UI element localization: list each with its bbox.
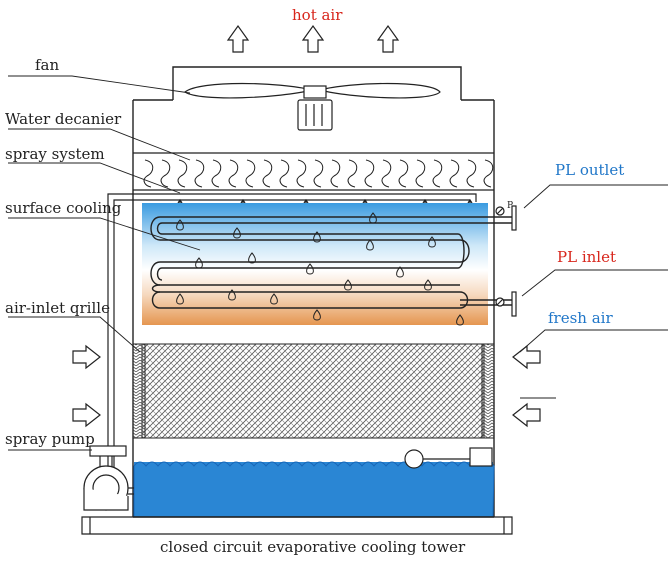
tower-base (81, 516, 513, 535)
decanier-blade (364, 159, 375, 188)
hot-air-arrow-icon (376, 24, 400, 53)
decanier-blade (398, 159, 409, 188)
decanier-blade (194, 159, 205, 188)
decanier-blade (313, 159, 324, 188)
water-drop (424, 279, 432, 291)
decanier-blade (143, 159, 154, 188)
air-inlet-grille-label: air-inlet qrille (5, 299, 110, 317)
fresh-air-arrow-icon (72, 402, 101, 428)
water-drop (176, 293, 184, 305)
water-drops (176, 212, 464, 326)
pressure-tag: P (507, 201, 513, 211)
hot-air-arrows (226, 24, 400, 53)
decanier-blade (279, 159, 290, 188)
leader-lines (8, 75, 668, 451)
hot-air-label: hot air (292, 6, 343, 24)
water-drop (396, 266, 404, 278)
water-decanier-label: Water decanier (5, 110, 122, 128)
decanier-blade (415, 159, 426, 188)
decanier-blade (160, 159, 171, 188)
water-drop (313, 309, 321, 321)
decanier-blade (347, 159, 358, 188)
pl-inlet-label: PL inlet (557, 248, 616, 266)
water-drop (270, 293, 278, 305)
decanier-blade (449, 159, 460, 188)
water-drop (195, 257, 203, 269)
fresh-air-arrow-icon (512, 344, 541, 370)
tower-housing (132, 66, 495, 517)
water-drop (428, 236, 436, 248)
water-decanier (133, 152, 494, 191)
decanier-blade (381, 159, 392, 188)
diagram-caption: closed circuit evaporative cooling tower (160, 538, 466, 556)
fresh-air-arrows (72, 344, 541, 428)
decanier-blade (466, 159, 477, 188)
fill-media (141, 343, 485, 439)
coil-tube (150, 216, 515, 309)
float-valve (404, 447, 493, 469)
hot-air-arrow-icon (226, 24, 250, 53)
water-drop (306, 263, 314, 275)
decanier-blade (296, 159, 307, 188)
air-inlet-grille-left (132, 343, 146, 439)
surface-cooling-label: surface cooling (5, 199, 122, 217)
decanier-blade (245, 159, 256, 188)
fresh-air-arrow-icon (72, 344, 101, 370)
water-drop (366, 239, 374, 251)
spray-pump-label: spray pump (5, 430, 95, 448)
water-drop (313, 231, 321, 243)
surface-cooling-coil (142, 203, 488, 325)
water-surface (133, 461, 495, 518)
water-drop (176, 219, 184, 231)
fan (183, 82, 441, 131)
spray-system-label: spray system (5, 145, 105, 163)
pl-inlet-valve (495, 291, 517, 317)
water-drop (233, 227, 241, 239)
pl-outlet-valve (495, 205, 517, 231)
decanier-blade (262, 159, 273, 188)
water-drop (344, 279, 352, 291)
water-drop (369, 212, 377, 224)
decanier-blade (483, 159, 494, 188)
hot-air-arrow-icon (301, 24, 325, 53)
decanier-blade (228, 159, 239, 188)
air-inlet-grille-right (481, 343, 495, 439)
water-drop (248, 252, 256, 264)
pl-outlet-label: PL outlet (555, 161, 624, 179)
decanier-blade (330, 159, 341, 188)
spray-pump (83, 445, 134, 511)
fresh-air-arrow-icon (512, 402, 541, 428)
fan-label: fan (35, 56, 59, 74)
fresh-air-label: fresh air (548, 309, 613, 327)
decanier-blade (177, 159, 188, 188)
decanier-blade (211, 159, 222, 188)
water-drop (456, 314, 464, 326)
decanier-blade (432, 159, 443, 188)
water-drop (228, 289, 236, 301)
